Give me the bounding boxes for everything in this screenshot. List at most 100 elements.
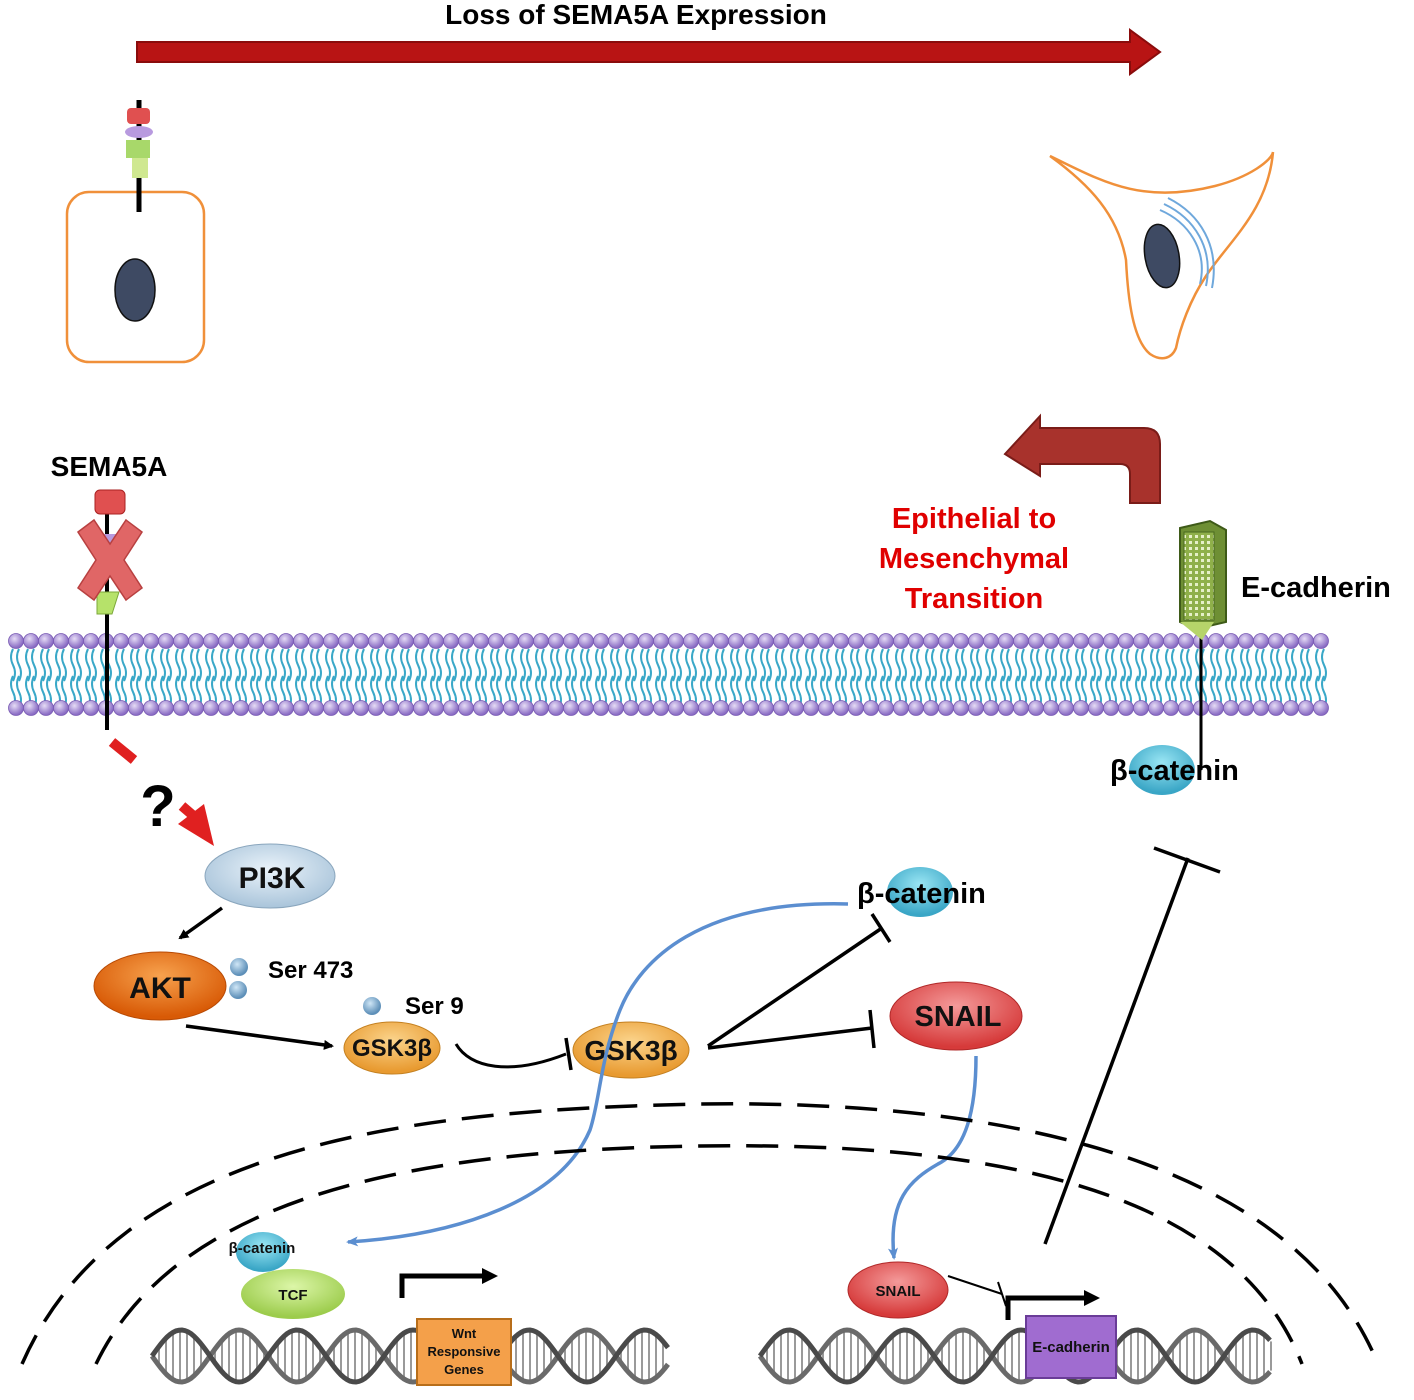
lipid-tail <box>556 648 562 682</box>
lipid-head <box>353 633 369 649</box>
lipid-tail <box>640 648 646 682</box>
snail-represses-ecadherin <box>947 1275 1003 1295</box>
lipid-tail <box>1240 648 1246 682</box>
lipid-tail <box>625 648 631 682</box>
lipid-head <box>593 633 609 649</box>
lipid-tail <box>976 648 982 682</box>
lipid-head <box>998 700 1014 716</box>
lipid-tail <box>760 648 766 682</box>
lipid-tail <box>1291 648 1297 682</box>
lipid-head <box>833 633 849 649</box>
lipid-tail <box>10 648 16 682</box>
lipid-head <box>128 633 144 649</box>
lipid-head <box>968 700 984 716</box>
lipid-tail <box>1051 648 1057 682</box>
lipid-tail <box>880 648 886 682</box>
epithelial-nucleus <box>114 258 156 322</box>
gsk3b-inactive-label: GSK3β <box>352 1035 432 1062</box>
lipid-tail <box>310 648 316 682</box>
akt-to-gsk3b-arrow <box>185 1024 334 1050</box>
lipid-head <box>683 633 699 649</box>
lipid-head <box>488 700 504 716</box>
lipid-head <box>1073 633 1089 649</box>
lipid-tail <box>946 648 952 682</box>
lipid-tail <box>220 648 226 682</box>
lipid-tail <box>571 648 577 682</box>
lipid-tail <box>601 648 607 682</box>
lipid-tail <box>1276 648 1282 682</box>
loss-expression-arrow <box>136 28 1162 76</box>
ser473-label: Ser 473 <box>268 957 353 984</box>
lipid-head <box>518 700 534 716</box>
lipid-tail <box>1300 648 1306 682</box>
lipid-tail <box>715 648 721 682</box>
lipid-tail <box>1075 648 1081 682</box>
lipid-tail <box>430 648 436 682</box>
lipid-tail <box>916 648 922 682</box>
lipid-tail <box>616 648 622 682</box>
lipid-head <box>113 633 129 649</box>
akt-label: AKT <box>129 972 191 1005</box>
lipid-head <box>188 633 204 649</box>
lipid-tail <box>460 648 466 682</box>
lipid-head <box>518 633 534 649</box>
lipid-tail <box>1135 648 1141 682</box>
pi3k-to-akt-arrow <box>178 906 224 940</box>
lipid-head <box>143 700 159 716</box>
lipid-tail <box>721 648 727 682</box>
lipid-head <box>1058 633 1074 649</box>
lipid-tail <box>190 648 196 682</box>
lipid-tail <box>355 648 361 682</box>
lipid-tail <box>505 648 511 682</box>
lipid-tail <box>496 648 502 682</box>
snail-node <box>889 981 1023 1051</box>
lipid-head <box>1283 633 1299 649</box>
lipid-tail <box>346 648 352 682</box>
gsk3b-inhibition-curve <box>454 1043 567 1069</box>
lipid-head <box>578 700 594 716</box>
lipid-tail <box>400 648 406 682</box>
wnt-transcription-arrow <box>399 1273 484 1298</box>
lipid-head <box>323 700 339 716</box>
lipid-tail <box>1111 648 1117 682</box>
lipid-head <box>218 633 234 649</box>
lipid-tail <box>475 648 481 682</box>
gsk3b-active-node <box>572 1021 690 1079</box>
lipid-tail <box>745 648 751 682</box>
lipid-tail <box>940 648 946 682</box>
lipid-tail <box>196 648 202 682</box>
lipid-tail <box>1231 648 1237 682</box>
lipid-head <box>38 700 54 716</box>
lipid-tail <box>931 648 937 682</box>
lipid-tail <box>895 648 901 682</box>
lipid-tail <box>595 648 601 682</box>
lipid-head <box>758 633 774 649</box>
lipid-tail <box>796 648 802 682</box>
lipid-head <box>443 633 459 649</box>
lipid-tail <box>25 648 31 682</box>
lipid-tail <box>205 648 211 682</box>
lipid-tail <box>76 648 82 682</box>
dna-helix-right <box>757 1327 1272 1385</box>
lipid-head <box>803 700 819 716</box>
lipid-tail <box>691 648 697 682</box>
lipid-tail <box>331 648 337 682</box>
lipid-head <box>533 633 549 649</box>
lipid-tail <box>1216 648 1222 682</box>
lipid-head <box>863 633 879 649</box>
lipid-tail <box>1225 648 1231 682</box>
lipid-head <box>1043 633 1059 649</box>
nuclear-envelope-outer <box>20 1102 1380 1365</box>
lipid-tail <box>445 648 451 682</box>
lipid-tail <box>850 648 856 682</box>
bcatenin-nuclear-node <box>236 1232 290 1272</box>
lipid-head <box>428 700 444 716</box>
lipid-head <box>788 700 804 716</box>
lipid-head <box>1178 700 1194 716</box>
lipid-tail <box>1210 648 1216 682</box>
lipid-tail <box>826 648 832 682</box>
lipid-head <box>638 700 654 716</box>
lipid-head <box>413 700 429 716</box>
lipid-tail <box>361 648 367 682</box>
